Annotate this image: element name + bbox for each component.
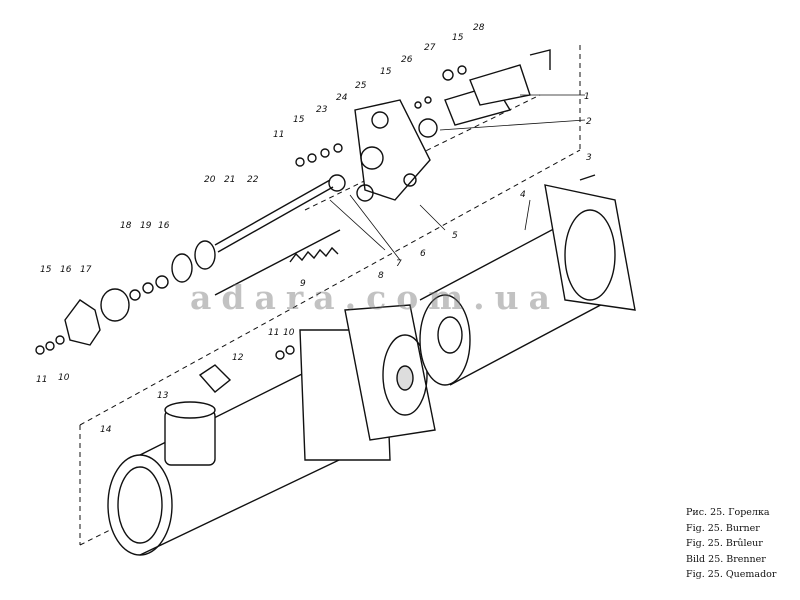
spindle-22 bbox=[214, 179, 334, 253]
label-15a: 15 bbox=[40, 265, 52, 275]
label-15d: 15 bbox=[452, 33, 464, 43]
label-20: 20 bbox=[204, 175, 216, 185]
label-26: 26 bbox=[401, 55, 413, 65]
label-6: 6 bbox=[420, 249, 426, 259]
part-labels: 1 2 3 4 5 6 7 8 9 10 10 11 11 11 12 13 1… bbox=[36, 23, 592, 435]
label-22: 22 bbox=[247, 175, 259, 185]
caption-line-es: Fig. 25. Quemador bbox=[686, 569, 777, 580]
watermark-text: adara.com.ua bbox=[190, 278, 560, 317]
gas-valve-1 bbox=[444, 49, 551, 126]
label-18: 18 bbox=[120, 221, 132, 231]
figure-caption: Рис. 25. Горелка Fig. 25. Burner Fig. 25… bbox=[686, 505, 776, 583]
label-8: 8 bbox=[378, 271, 384, 281]
leader-lines bbox=[329, 94, 586, 261]
flange-8 bbox=[344, 304, 436, 441]
label-10b: 10 bbox=[283, 328, 295, 338]
label-27: 27 bbox=[424, 43, 436, 53]
label-10a: 10 bbox=[58, 373, 70, 383]
caption-line-en: Fig. 25. Burner bbox=[686, 522, 760, 534]
label-11a: 11 bbox=[36, 375, 47, 385]
small-washers bbox=[35, 65, 596, 393]
label-15b: 15 bbox=[293, 115, 305, 125]
label-24: 24 bbox=[336, 93, 348, 103]
label-16b: 16 bbox=[158, 221, 170, 231]
label-1: 1 bbox=[584, 92, 590, 102]
label-21: 21 bbox=[224, 175, 235, 185]
label-19: 19 bbox=[140, 221, 152, 231]
label-17: 17 bbox=[80, 265, 92, 275]
label-16a: 16 bbox=[60, 265, 72, 275]
spring-9 bbox=[214, 229, 341, 296]
burner-tube-14 bbox=[107, 329, 391, 556]
burner-head-5 bbox=[354, 99, 431, 201]
label-11c: 11 bbox=[273, 130, 284, 140]
label-7: 7 bbox=[396, 259, 402, 269]
label-5: 5 bbox=[452, 231, 458, 241]
control-knob-16 bbox=[64, 288, 130, 346]
label-28: 28 bbox=[473, 23, 485, 33]
caption-line-de: Bild 25. Brenner bbox=[686, 553, 766, 565]
label-9: 9 bbox=[300, 279, 306, 289]
label-15c: 15 bbox=[380, 67, 392, 77]
label-2: 2 bbox=[586, 117, 592, 127]
label-12: 12 bbox=[232, 353, 244, 363]
label-25: 25 bbox=[355, 81, 367, 91]
label-13: 13 bbox=[157, 391, 169, 401]
caption-line-fr: Fig. 25. Brûleur bbox=[686, 538, 763, 549]
label-3: 3 bbox=[586, 153, 592, 163]
label-11b: 11 bbox=[268, 328, 279, 338]
label-14: 14 bbox=[100, 425, 112, 435]
label-23: 23 bbox=[316, 105, 328, 115]
cylinder-4 bbox=[419, 184, 636, 386]
label-4: 4 bbox=[520, 190, 526, 200]
caption-line-ru: Рис. 25. Горелка bbox=[686, 507, 770, 518]
